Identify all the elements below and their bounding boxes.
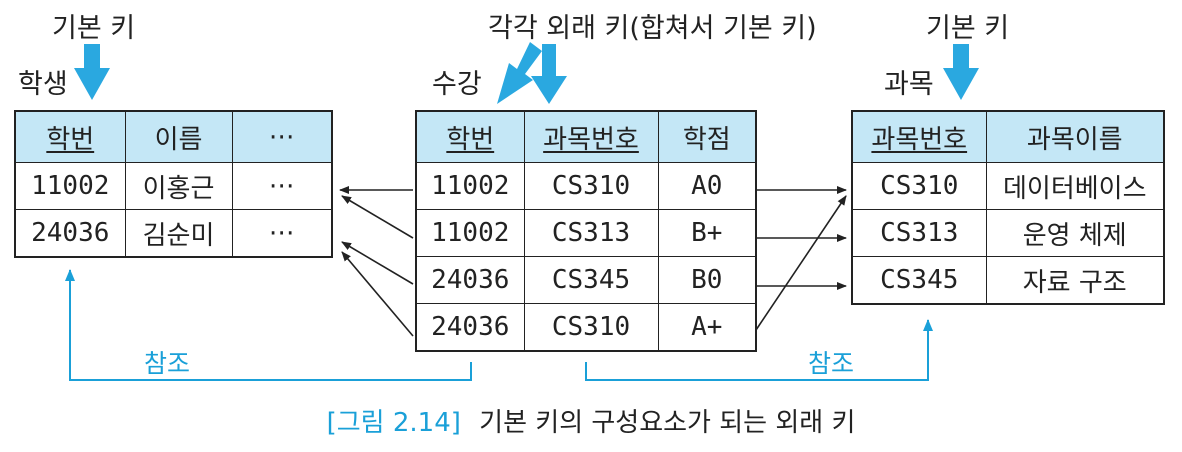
ref-arrow-row4-course [755, 195, 847, 331]
table-row: CS345 자료 구조 [851, 256, 1165, 305]
column-header-more: ⋯ [231, 110, 333, 163]
reference-path-left [65, 269, 472, 381]
cell-course-no: CS313 [851, 209, 987, 257]
table-name-course: 과목 [884, 69, 934, 100]
figure-caption: [그림 2.14] 기본 키의 구성요소가 되는 외래 키 [0, 402, 1182, 439]
pk-arrow-left [74, 44, 110, 100]
cell-student-id: 11002 [14, 162, 126, 210]
column-header-course-no: 과목번호 [851, 110, 987, 163]
cell-name: 이홍근 [124, 162, 233, 210]
reference-label-left: 참조 [144, 349, 191, 378]
table-row: 11002 이홍근 ⋯ [14, 162, 333, 210]
cell-course-no: CS313 [523, 209, 659, 257]
cell-more: ⋯ [231, 162, 333, 210]
cell-course-no: CS345 [851, 256, 987, 305]
primary-key-label-right: 기본 키 [926, 13, 1010, 44]
fk-arrow-down [531, 44, 567, 104]
cell-course-name: 자료 구조 [985, 256, 1165, 305]
ref-arrow-row3-student [341, 241, 414, 285]
column-header-grade: 학점 [657, 110, 757, 163]
cell-grade: B+ [657, 209, 757, 257]
table-header-row: 학번 이름 ⋯ [14, 110, 333, 163]
cell-course-no: CS310 [523, 162, 659, 210]
column-header-student-id: 학번 [415, 110, 525, 163]
cell-student-id: 24036 [415, 303, 525, 352]
column-header-course-no: 과목번호 [523, 110, 659, 163]
cell-student-id: 11002 [415, 162, 525, 210]
column-header-name: 이름 [124, 110, 233, 163]
cell-course-no: CS310 [523, 303, 659, 352]
table-row: 24036 CS345 B0 [415, 256, 757, 304]
figure-caption-text: 기본 키의 구성요소가 되는 외래 키 [479, 408, 856, 438]
cell-grade: A0 [657, 162, 757, 210]
cell-student-id: 24036 [14, 209, 126, 258]
table-row: 11002 CS310 A0 [415, 162, 757, 210]
cell-course-name: 데이터베이스 [985, 162, 1165, 210]
table-row: 11002 CS313 B+ [415, 209, 757, 257]
column-header-course-name: 과목이름 [985, 110, 1165, 163]
enrollment-table: 학번 과목번호 학점 11002 CS310 A0 11002 CS313 B+… [415, 110, 757, 352]
table-row: 24036 CS310 A+ [415, 303, 757, 352]
cell-course-no: CS310 [851, 162, 987, 210]
table-header-row: 학번 과목번호 학점 [415, 110, 757, 163]
table-row: 24036 김순미 ⋯ [14, 209, 333, 258]
cell-student-id: 11002 [415, 209, 525, 257]
figure-number: [그림 2.14] [326, 408, 461, 438]
cell-grade: B0 [657, 256, 757, 304]
cell-name: 김순미 [124, 209, 233, 258]
cell-course-no: CS345 [523, 256, 659, 304]
cell-course-name: 운영 체제 [985, 209, 1165, 257]
reference-path-right [585, 319, 933, 381]
ref-arrow-row4-student [341, 251, 414, 337]
reference-label-right: 참조 [808, 349, 855, 378]
student-table: 학번 이름 ⋯ 11002 이홍근 ⋯ 24036 김순미 ⋯ [14, 110, 333, 258]
table-row: CS313 운영 체제 [851, 209, 1165, 257]
cell-grade: A+ [657, 303, 757, 352]
fk-arrow-diagonal [497, 42, 542, 104]
pk-arrow-right [943, 44, 979, 100]
cell-more: ⋯ [231, 209, 333, 258]
cell-student-id: 24036 [415, 256, 525, 304]
ref-arrow-row2-student [341, 195, 414, 239]
primary-key-label-left: 기본 키 [52, 13, 136, 44]
table-row: CS310 데이터베이스 [851, 162, 1165, 210]
table-name-student: 학생 [18, 69, 68, 100]
column-header-student-id: 학번 [14, 110, 126, 163]
table-name-enrollment: 수강 [432, 69, 482, 100]
foreign-key-label: 각각 외래 키(합쳐서 기본 키) [488, 13, 817, 44]
course-table: 과목번호 과목이름 CS310 데이터베이스 CS313 운영 체제 CS345… [851, 110, 1165, 305]
table-header-row: 과목번호 과목이름 [851, 110, 1165, 163]
